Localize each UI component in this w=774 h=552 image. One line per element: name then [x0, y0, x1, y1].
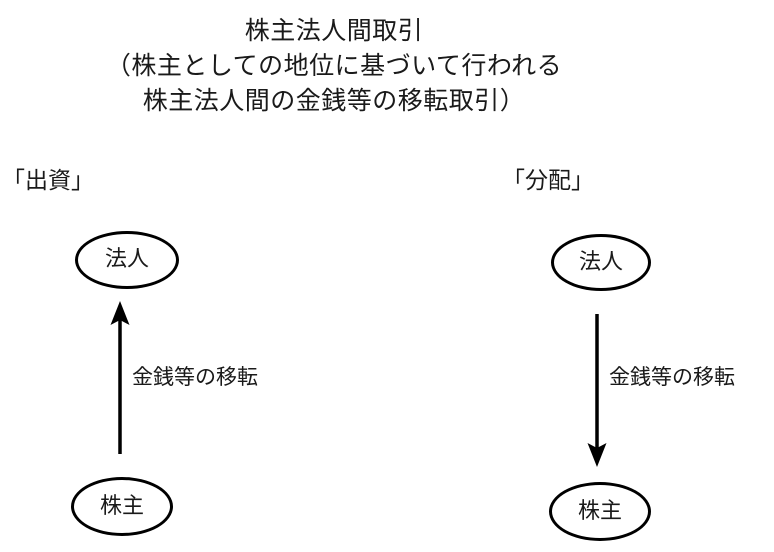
arrow-up-icon: [110, 301, 130, 454]
node-right-corporation-label: 法人: [578, 248, 623, 274]
title-line-2: （株主としての地位に基づいて行われる: [105, 52, 563, 80]
node-right-corporation: 法人: [551, 234, 651, 291]
node-right-shareholder: 株主: [549, 482, 651, 541]
node-left-corporation: 法人: [75, 231, 179, 289]
title-line-1: 株主法人間取引: [244, 17, 424, 45]
edge-label-right-transfer: 金銭等の移転: [609, 366, 735, 389]
node-left-shareholder: 株主: [71, 477, 173, 536]
diagram-title: 株主法人間取引 （株主としての地位に基づいて行われる 株主法人間の金銭等の移転取…: [0, 14, 668, 119]
edge-label-left-transfer: 金銭等の移転: [132, 366, 258, 389]
arrow-down-icon: [587, 314, 607, 467]
section-caption-distribution: 「分配」: [502, 167, 594, 193]
section-caption-investment: 「出資」: [2, 167, 94, 193]
node-right-shareholder-label: 株主: [577, 497, 622, 523]
node-left-shareholder-label: 株主: [99, 492, 144, 518]
title-line-3: 株主法人間の金銭等の移転取引）: [142, 87, 526, 115]
node-left-corporation-label: 法人: [104, 246, 149, 271]
